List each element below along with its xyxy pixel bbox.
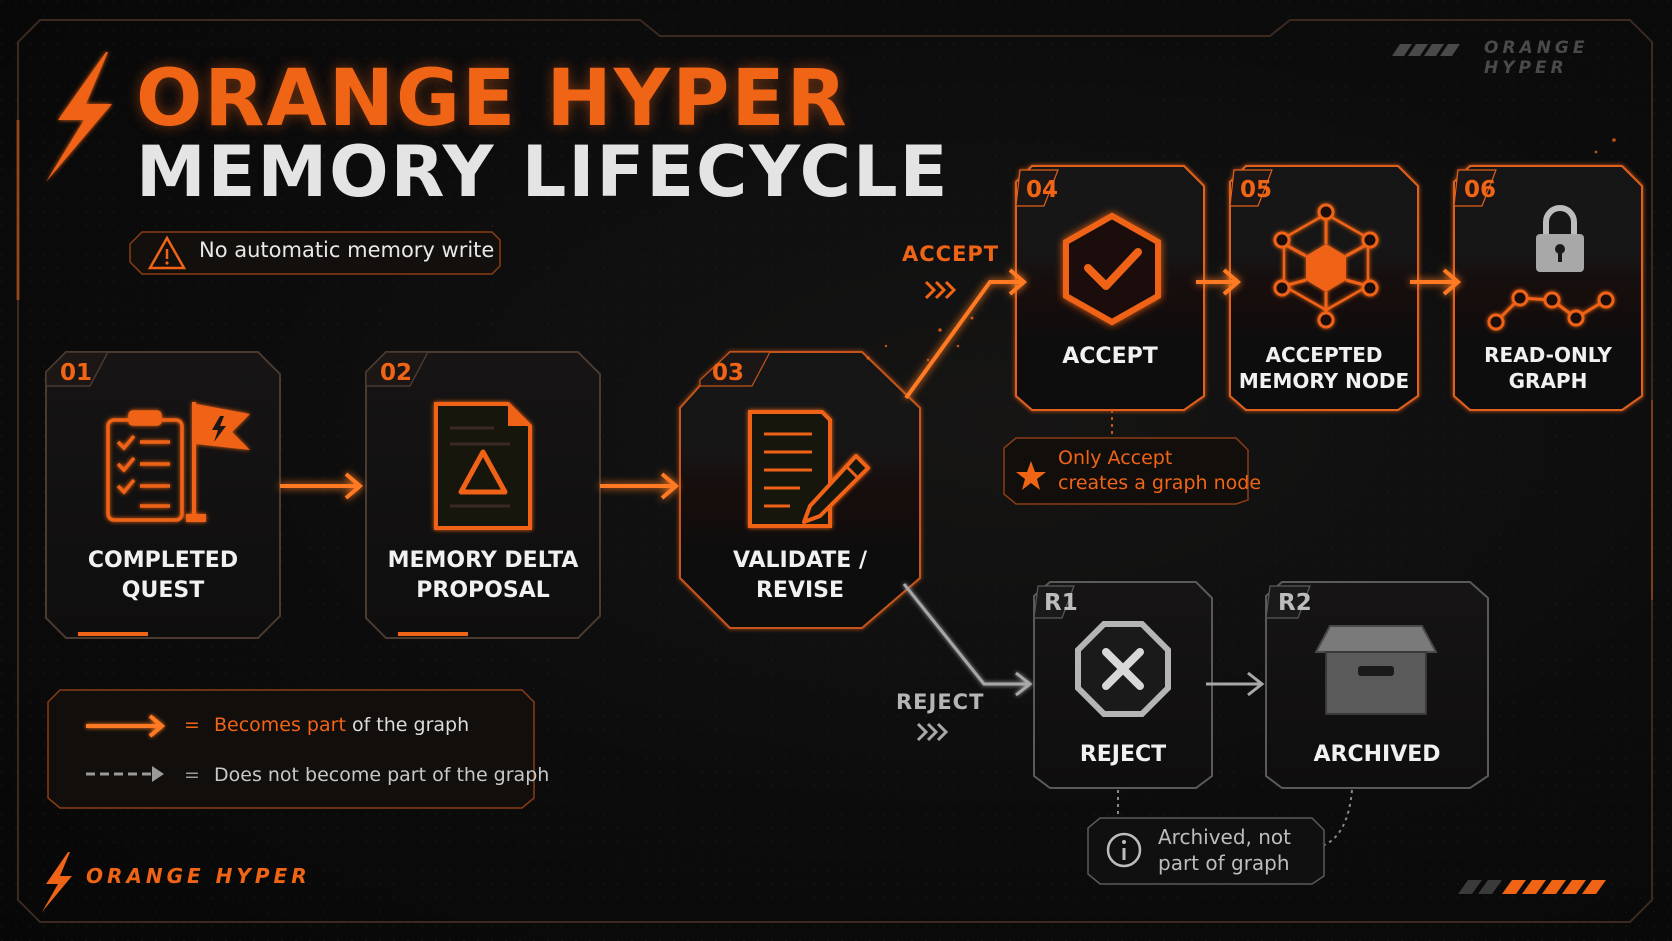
step-r2-number: R2 [1278, 590, 1312, 616]
memory-node-network-icon [1273, 203, 1379, 329]
archive-note-line1: Archived, not [1158, 825, 1291, 849]
page-title-line2: MEMORY LIFECYCLE [136, 131, 950, 213]
step-06-label: READ-ONLY GRAPH [1454, 342, 1642, 394]
step-r1-number: R1 [1044, 590, 1078, 616]
delta-document-icon [434, 402, 532, 530]
step-02-label-line2: PROPOSAL [416, 578, 550, 603]
corner-stripes-top [1392, 44, 1460, 56]
info-icon [1106, 832, 1142, 868]
step-02-label-line1: MEMORY DELTA [387, 548, 579, 573]
legend-solid-highlight: Becomes part [214, 714, 346, 736]
warning-text: No automatic memory write [199, 238, 495, 262]
step-03-label: VALIDATE / REVISE [680, 546, 920, 606]
footer-lightning-icon [42, 852, 72, 912]
arrow-03-reject [902, 583, 1033, 697]
quest-checklist-flag-icon [106, 402, 250, 522]
accept-note-line1: Only Accept [1058, 447, 1173, 469]
step-03-label-line2: REVISE [755, 578, 845, 603]
legend-solid-rest: of the graph [345, 714, 470, 736]
spark-particles [866, 138, 1616, 362]
arrow-01-02 [280, 472, 364, 500]
legend-dashed-text: Does not become part of the graph [214, 764, 549, 786]
arrow-02-03 [600, 472, 680, 500]
card-06-frame [1453, 165, 1643, 411]
step-03-label-line1: VALIDATE / [732, 548, 868, 573]
lightning-logo-icon [46, 52, 112, 182]
step-06-label-line2: GRAPH [1508, 369, 1588, 393]
warning-box [129, 231, 501, 275]
step-05-label-line1: ACCEPTED [1265, 343, 1383, 367]
outer-frame [17, 19, 1653, 923]
corner-stripes-bottom [1458, 880, 1606, 894]
archive-box-icon [1314, 625, 1438, 715]
footer-brand: ORANGE HYPER [86, 864, 311, 888]
step-04-label: ACCEPT [1016, 342, 1204, 372]
legend-box [47, 689, 535, 809]
page-title-line1: ORANGE HYPER [136, 54, 849, 144]
legend-dashed-rest: become part of the graph [299, 764, 550, 786]
arrow-04-05 [1196, 268, 1242, 296]
step-01-number: 01 [60, 360, 93, 386]
step-06-label-line1: READ-ONLY [1484, 343, 1612, 367]
corner-brand: ORANGE HYPER [1484, 38, 1589, 78]
step-05-label: ACCEPTED MEMORY NODE [1230, 342, 1418, 394]
step-04-label-line1: ACCEPT [1062, 344, 1158, 369]
accept-note-text: Only Accept creates a graph node [1058, 446, 1261, 496]
step-r1-label: REJECT [1034, 740, 1212, 770]
accept-note-box [1003, 437, 1249, 505]
reject-chevrons-icon [916, 722, 949, 742]
step-05-number: 05 [1240, 177, 1273, 203]
star-icon [1016, 461, 1046, 490]
step-03-number: 03 [712, 360, 745, 386]
step-06-number: 06 [1464, 177, 1497, 203]
warning-triangle-icon [147, 235, 187, 270]
step-r2-label-line1: ARCHIVED [1313, 742, 1441, 767]
step-02-label: MEMORY DELTA PROPOSAL [366, 546, 600, 606]
step-r2-label: ARCHIVED [1266, 740, 1488, 770]
step-01-label-line2: QUEST [121, 578, 205, 603]
arrow-03-accept [904, 268, 1028, 400]
legend-equals-1: = [184, 714, 200, 736]
step-02-number: 02 [380, 360, 413, 386]
legend-solid-text: Becomes part of the graph [214, 714, 469, 736]
legend-dashed-highlight: Does not [214, 764, 299, 786]
arrow-05-06 [1410, 268, 1462, 296]
arrow-r1-r2 [1206, 671, 1265, 697]
step-01-label: COMPLETED QUEST [46, 546, 280, 606]
reject-branch-label: REJECT [896, 690, 985, 714]
legend-dashed-arrow [86, 766, 164, 782]
accept-branch-label: ACCEPT [902, 242, 1000, 266]
legend-equals-2: = [184, 764, 200, 786]
hexagon-check-icon [1063, 212, 1161, 326]
step-r1-label-line1: REJECT [1079, 742, 1167, 767]
archive-note-line2: part of graph [1158, 851, 1290, 875]
accept-note-line2: creates a graph node [1058, 472, 1262, 494]
archive-note-text: Archived, not part of graph [1158, 824, 1291, 876]
archive-note-box [1087, 817, 1325, 885]
accept-chevrons-icon [924, 280, 957, 300]
step-05-label-line2: MEMORY NODE [1238, 369, 1410, 393]
legend-solid-arrow [86, 714, 166, 738]
step-01-label-line1: COMPLETED [87, 548, 239, 573]
step-04-number: 04 [1026, 177, 1059, 203]
document-pencil-icon [748, 410, 870, 528]
lock-graph-icon [1487, 205, 1615, 331]
octagon-x-icon [1075, 621, 1171, 717]
